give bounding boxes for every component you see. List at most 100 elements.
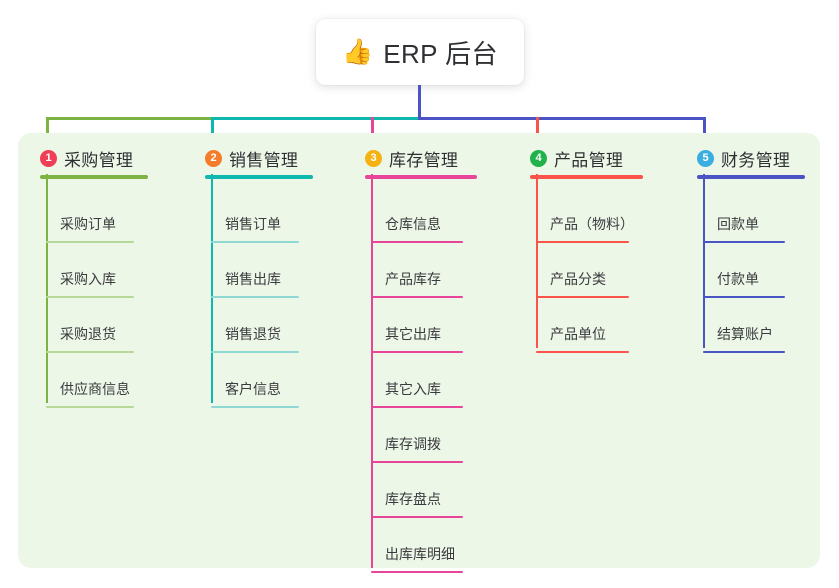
branch-badge-4: 4 (530, 149, 547, 167)
branch-item-underline (536, 296, 629, 298)
branch-item[interactable]: 产品库存 (365, 243, 477, 298)
branch-item-underline (536, 351, 629, 353)
branch-item-list-3: 仓库信息产品库存其它出库其它入库库存调拨库存盘点出库库明细 (365, 188, 477, 573)
branch-badge-5: 5 (697, 149, 714, 167)
branch-item-label: 其它入库 (385, 381, 441, 397)
branch-item-label: 付款单 (717, 271, 759, 287)
branch-item-label: 采购退货 (60, 326, 116, 342)
branch-item-underline (371, 516, 463, 518)
branch-item-list-2: 销售订单销售出库销售退货客户信息 (205, 188, 315, 408)
branch-spine-4 (536, 174, 538, 348)
branch-item-underline (703, 351, 785, 353)
branch-item-underline (703, 296, 785, 298)
branch-underline-5 (697, 175, 805, 179)
branch-item-label: 销售订单 (225, 216, 281, 232)
thumbs-up-icon: 👍 (342, 37, 374, 66)
branch-item-label: 产品单位 (550, 326, 606, 342)
branch-item-list-1: 采购订单采购入库采购退货供应商信息 (40, 188, 150, 408)
branch-item-label: 供应商信息 (60, 381, 130, 397)
branch-badge-1: 1 (40, 149, 57, 167)
branch-item[interactable]: 采购退货 (40, 298, 150, 353)
branch-item[interactable]: 销售订单 (205, 188, 315, 243)
branch-title-2: 销售管理 (229, 150, 299, 170)
branch-spine-3 (371, 174, 373, 568)
branch-column-2: 2 销售管理销售订单销售出库销售退货客户信息 (205, 147, 315, 408)
branch-title-1: 采购管理 (64, 150, 134, 170)
branch-item[interactable]: 其它入库 (365, 353, 477, 408)
branch-spine-1 (46, 174, 48, 403)
branch-item-underline (46, 296, 134, 298)
branch-item[interactable]: 库存调拨 (365, 408, 477, 463)
branch-item[interactable]: 供应商信息 (40, 353, 150, 408)
branch-column-5: 5 财务管理回款单付款单结算账户 (697, 147, 807, 353)
branch-item[interactable]: 客户信息 (205, 353, 315, 408)
branch-item-label: 客户信息 (225, 381, 281, 397)
branch-item-label: 仓库信息 (385, 216, 441, 232)
branch-item-label: 出库库明细 (385, 546, 455, 562)
branch-item-label: 产品分类 (550, 271, 606, 287)
branch-item-underline (211, 296, 299, 298)
branch-item-underline (536, 241, 629, 243)
branch-item[interactable]: 销售退货 (205, 298, 315, 353)
branch-item-list-5: 回款单付款单结算账户 (697, 188, 807, 353)
branch-item-label: 采购订单 (60, 216, 116, 232)
branch-column-4: 4 产品管理产品（物料） 产品分类产品单位 (530, 147, 645, 353)
branch-item-underline (371, 571, 463, 573)
branch-item[interactable]: 回款单 (697, 188, 807, 243)
branch-item-label: 产品库存 (385, 271, 441, 287)
branch-item-label: 其它出库 (385, 326, 441, 342)
branch-item-label: 库存调拨 (385, 436, 441, 452)
branch-item-underline (371, 241, 463, 243)
branch-item-underline (46, 351, 134, 353)
branch-item[interactable]: 销售出库 (205, 243, 315, 298)
branch-item-label: 结算账户 (717, 326, 773, 342)
branch-header-2[interactable]: 2 销售管理 (205, 147, 315, 170)
branch-item[interactable]: 付款单 (697, 243, 807, 298)
root-node-content: 👍 ERP 后台 (342, 34, 498, 71)
branch-item-label: 销售退货 (225, 326, 281, 342)
branch-item-underline (211, 406, 299, 408)
root-node[interactable]: 👍 ERP 后台 (316, 19, 524, 85)
branch-item[interactable]: 采购入库 (40, 243, 150, 298)
branch-item-underline (371, 461, 463, 463)
branch-item[interactable]: 产品分类 (530, 243, 645, 298)
branch-column-1: 1 采购管理采购订单采购入库采购退货供应商信息 (40, 147, 150, 408)
trunk-bar-mid (211, 117, 421, 120)
branch-item-label: 库存盘点 (385, 491, 441, 507)
branch-item-label: 采购入库 (60, 271, 116, 287)
branch-title-5: 财务管理 (721, 150, 791, 170)
trunk-bar-left (46, 117, 214, 120)
branch-board (18, 133, 820, 568)
branch-item[interactable]: 库存盘点 (365, 463, 477, 518)
branch-item[interactable]: 仓库信息 (365, 188, 477, 243)
branch-underline-1 (40, 175, 148, 179)
branch-item[interactable]: 出库库明细 (365, 518, 477, 573)
branch-spine-5 (703, 174, 705, 348)
branch-underline-3 (365, 175, 477, 179)
branch-item-underline (211, 351, 299, 353)
trunk-bar-right (418, 117, 706, 120)
branch-item-underline (703, 241, 785, 243)
branch-item-list-4: 产品（物料） 产品分类产品单位 (530, 188, 645, 353)
branch-item-underline (46, 406, 134, 408)
branch-underline-2 (205, 175, 313, 179)
branch-header-1[interactable]: 1 采购管理 (40, 147, 150, 170)
branch-item-label: 产品（物料） (550, 216, 634, 232)
branch-item[interactable]: 其它出库 (365, 298, 477, 353)
branch-item-underline (371, 351, 463, 353)
branch-item-label: 销售出库 (225, 271, 281, 287)
branch-header-4[interactable]: 4 产品管理 (530, 147, 645, 170)
branch-spine-2 (211, 174, 213, 403)
branch-header-5[interactable]: 5 财务管理 (697, 147, 807, 170)
branch-badge-2: 2 (205, 149, 222, 167)
branch-item[interactable]: 采购订单 (40, 188, 150, 243)
branch-title-4: 产品管理 (554, 150, 624, 170)
branch-item[interactable]: 结算账户 (697, 298, 807, 353)
branch-item[interactable]: 产品（物料） (530, 188, 645, 243)
branch-underline-4 (530, 175, 643, 179)
root-title: ERP 后台 (383, 38, 498, 69)
branch-item[interactable]: 产品单位 (530, 298, 645, 353)
